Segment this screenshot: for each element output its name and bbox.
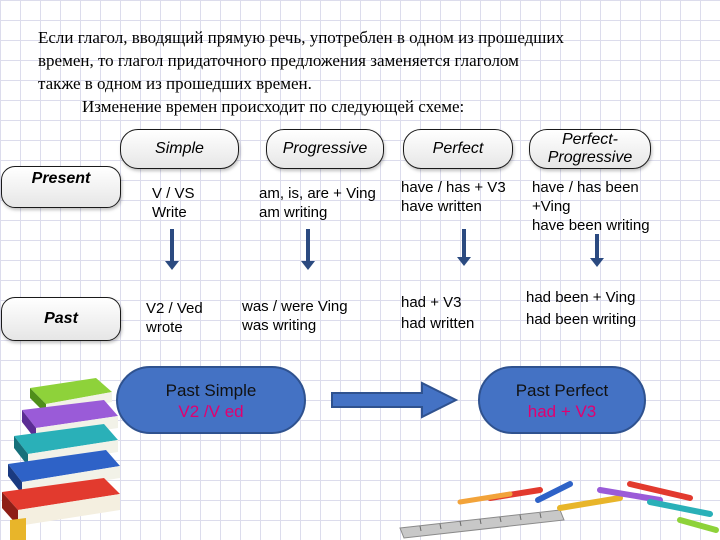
past-perfect-pill: Past Perfect had + V3 [478, 366, 646, 434]
present-simple-example: Write [152, 204, 187, 221]
row-label-present: Present [1, 166, 121, 208]
intro-line-3: также в одном из прошедших времен. [38, 74, 312, 93]
arrow-down-perfect [457, 229, 471, 266]
present-perfect-example: have written [401, 198, 482, 215]
intro-line-1: Если глагол, вводящий прямую речь, употр… [38, 28, 564, 47]
header-perfect-progressive-line1: Perfect- [561, 131, 618, 148]
arrow-down-simple [165, 229, 179, 270]
present-perfprog-example: have been writing [532, 217, 650, 234]
past-progressive-formula: was / were Ving [242, 298, 348, 315]
intro-line-2: времен, то глагол придаточного предложен… [38, 51, 519, 70]
present-perfprog-formula-2: +Ving [532, 198, 571, 215]
header-progressive: Progressive [266, 129, 384, 169]
past-perfect-title: Past Perfect [515, 381, 609, 400]
past-perfprog-formula: had been + Ving [526, 289, 636, 306]
books-illustration [2, 378, 120, 540]
header-perfect-progressive: Perfect- Progressive [529, 129, 651, 169]
present-simple-formula: V / VS [152, 185, 195, 202]
row-label-past: Past [1, 297, 121, 341]
header-simple: Simple [120, 129, 239, 169]
arrow-down-perfprog [590, 234, 604, 267]
past-simple-title: Past Simple [165, 381, 257, 400]
present-progressive-formula: am, is, are + Ving [259, 185, 376, 202]
header-perfect-progressive-line2: Progressive [547, 149, 633, 166]
past-perfect-formula: had + V3 [401, 294, 462, 311]
stationery-illustration [399, 481, 719, 539]
past-progressive-example: was writing [242, 317, 317, 334]
arrow-down-progressive [301, 229, 315, 270]
past-perfect-formula-pill: had + V3 [527, 402, 597, 421]
header-perfect: Perfect [403, 129, 513, 169]
present-progressive-example: am writing [259, 204, 328, 221]
present-perfprog-formula-1: have / has been [532, 179, 639, 196]
past-perfprog-example: had been writing [526, 311, 637, 328]
intro-text: Если глагол, вводящий прямую речь, употр… [38, 26, 688, 118]
past-simple-pill: Past Simple V2 /V ed [116, 366, 306, 434]
transform-arrow-icon [331, 381, 459, 419]
past-simple-formula-pill: V2 /V ed [178, 402, 244, 421]
past-simple-example: wrote [146, 319, 183, 336]
intro-line-4: Изменение времен происходит по следующей… [82, 97, 465, 116]
present-perfect-formula: have / has + V3 [401, 179, 506, 196]
past-perfect-example: had written [401, 315, 475, 332]
past-simple-formula: V2 / Ved [146, 300, 203, 317]
